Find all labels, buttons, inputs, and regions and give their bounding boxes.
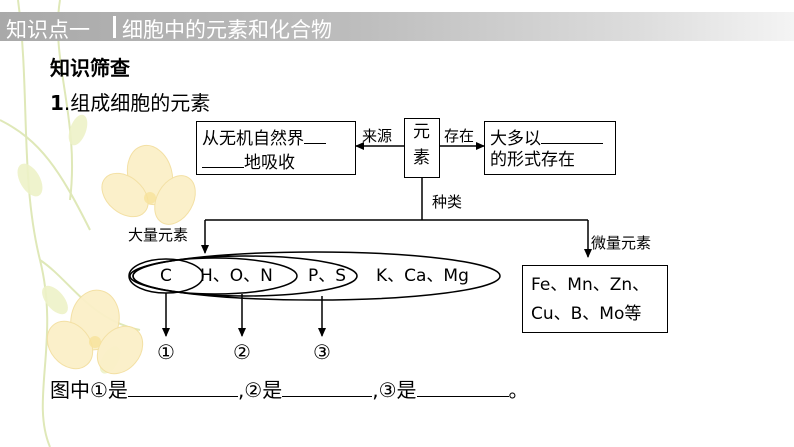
title-separator bbox=[113, 16, 116, 38]
source-line1: 从无机自然界 bbox=[202, 125, 326, 150]
elements-hon: H、O、N bbox=[200, 266, 273, 286]
fill-prefix: 图中①是 bbox=[50, 378, 128, 402]
subheading-text: .组成细胞的元素 bbox=[63, 91, 211, 115]
exist-line2: 的形式存在 bbox=[490, 150, 575, 170]
exist-box bbox=[484, 121, 616, 175]
fill-part3: ,③是 bbox=[372, 378, 417, 402]
micro-label: 微量元素 bbox=[591, 234, 652, 252]
marker-2: ② bbox=[233, 340, 251, 364]
micro-box bbox=[522, 265, 668, 333]
exist-label: 存在 bbox=[444, 127, 475, 145]
elements-kcamg: K、Ca、Mg bbox=[376, 266, 469, 286]
blank-source-1[interactable] bbox=[304, 125, 326, 144]
page-heading: 知识筛查 bbox=[50, 56, 130, 80]
exist-line1: 大多以 bbox=[490, 125, 603, 150]
subheading-number: 1 bbox=[50, 91, 64, 115]
section-number: 知识点一 bbox=[6, 18, 90, 42]
element-center-box bbox=[404, 118, 440, 178]
element-c: C bbox=[160, 266, 172, 286]
micro-line1: Fe、Mn、Zn、 bbox=[531, 275, 650, 295]
center-char2: 素 bbox=[413, 148, 430, 168]
ellipse-hon bbox=[132, 257, 298, 295]
fill-end: 。 bbox=[508, 378, 529, 402]
elements-ps: P、S bbox=[308, 266, 347, 286]
blank-source-2[interactable] bbox=[202, 149, 244, 168]
fill-in-sentence: 图中①是 ,②是 ,③是 。 bbox=[50, 374, 529, 403]
blank-exist[interactable] bbox=[541, 125, 603, 144]
center-char1: 元 bbox=[413, 122, 430, 142]
marker-3: ③ bbox=[313, 340, 331, 364]
marker-1: ① bbox=[157, 340, 175, 364]
subheading: 1.组成细胞的元素 bbox=[50, 87, 210, 116]
micro-line2: Cu、B、Mo等 bbox=[531, 304, 642, 324]
ellipse-kcamg bbox=[129, 251, 501, 301]
source-line2: 地吸收 bbox=[202, 149, 295, 174]
fill-part2: ,②是 bbox=[237, 378, 283, 402]
blank-answer-3[interactable] bbox=[416, 376, 509, 397]
source-box bbox=[196, 121, 356, 175]
kind-label: 种类 bbox=[432, 193, 463, 211]
section-name: 细胞中的元素和化合物 bbox=[122, 18, 332, 42]
section-title-bar: 知识点一 细胞中的元素和化合物 bbox=[0, 12, 794, 42]
macro-label: 大量元素 bbox=[128, 226, 189, 244]
source-label: 来源 bbox=[362, 127, 393, 145]
blank-answer-1[interactable] bbox=[127, 376, 238, 397]
blank-answer-2[interactable] bbox=[282, 376, 373, 397]
decorative-flower-background bbox=[0, 0, 196, 447]
